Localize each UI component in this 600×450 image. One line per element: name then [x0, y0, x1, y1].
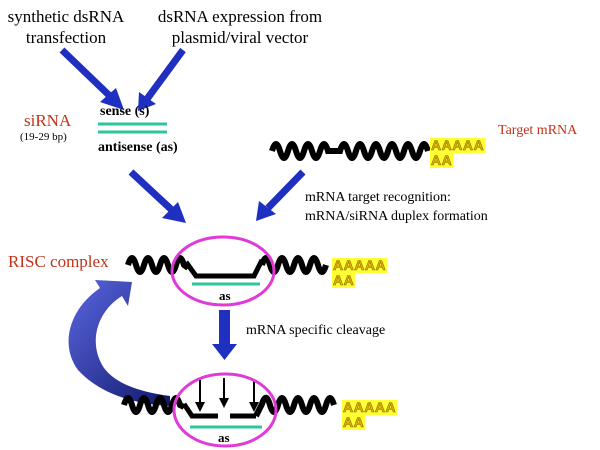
- risc-mrna-right-strand: [259, 255, 329, 275]
- expression-vector-label: dsRNA expression from plasmid/viral vect…: [157, 7, 323, 47]
- risc-complex-label: RISC complex: [8, 252, 109, 271]
- sirna-label: siRNA: [24, 111, 72, 130]
- arrow-vector-to-sirna: [138, 47, 186, 111]
- target-poly-a-tail: AAAAA AA: [430, 137, 486, 168]
- cleaved-risc-ellipse: [172, 372, 278, 448]
- risc-ellipse: [170, 235, 276, 307]
- sirna-size-label: (19-29 bp): [20, 131, 67, 143]
- poly-a-line2: AA: [430, 152, 454, 168]
- sirna-duplex: [98, 122, 167, 134]
- antisense-label: antisense (as): [98, 140, 178, 155]
- poly-a-line2: AA: [342, 414, 366, 430]
- cleaved-mrna-right-strand: [253, 394, 337, 418]
- arrow-target-to-risc: [256, 169, 306, 221]
- arrow-synthetic-to-sirna: [59, 47, 124, 110]
- synthetic-dsrna-label: synthetic dsRNA transfection: [7, 7, 125, 47]
- poly-a-line1: AAAAA: [332, 257, 388, 273]
- risc-mrna-bound: [183, 258, 265, 279]
- cleaved-mrna-fragment-1: [181, 402, 218, 419]
- risc-complex: [125, 235, 329, 307]
- cleaved-antisense-label: as: [218, 430, 230, 445]
- risc-mrna-left-strand: [125, 255, 190, 275]
- cleavage-label: mRNA specific cleavage: [246, 323, 386, 338]
- target-mrna-label: Target mRNA: [498, 123, 578, 138]
- poly-a-line2: AA: [332, 272, 356, 288]
- target-mrna-strand: [269, 141, 431, 161]
- cleaved-mrna-left-strand: [121, 395, 186, 415]
- risc-antisense-label: as: [219, 288, 231, 303]
- recognition-label: mRNA target recognition: mRNA/siRNA dupl…: [305, 190, 488, 224]
- sense-label: sense (s): [100, 104, 150, 119]
- arrow-sirna-to-risc: [128, 169, 186, 223]
- recycle-curved-arrow: [68, 280, 170, 406]
- cleaved-poly-a-tail: AAAAA AA: [342, 399, 398, 430]
- risc-poly-a-tail: AAAAA AA: [332, 257, 388, 288]
- arrow-cleavage: [212, 310, 237, 360]
- risc-cleaved: [121, 372, 337, 448]
- poly-a-line1: AAAAA: [430, 137, 486, 153]
- cleavage-arrows: [195, 378, 259, 412]
- poly-a-line1: AAAAA: [342, 399, 398, 415]
